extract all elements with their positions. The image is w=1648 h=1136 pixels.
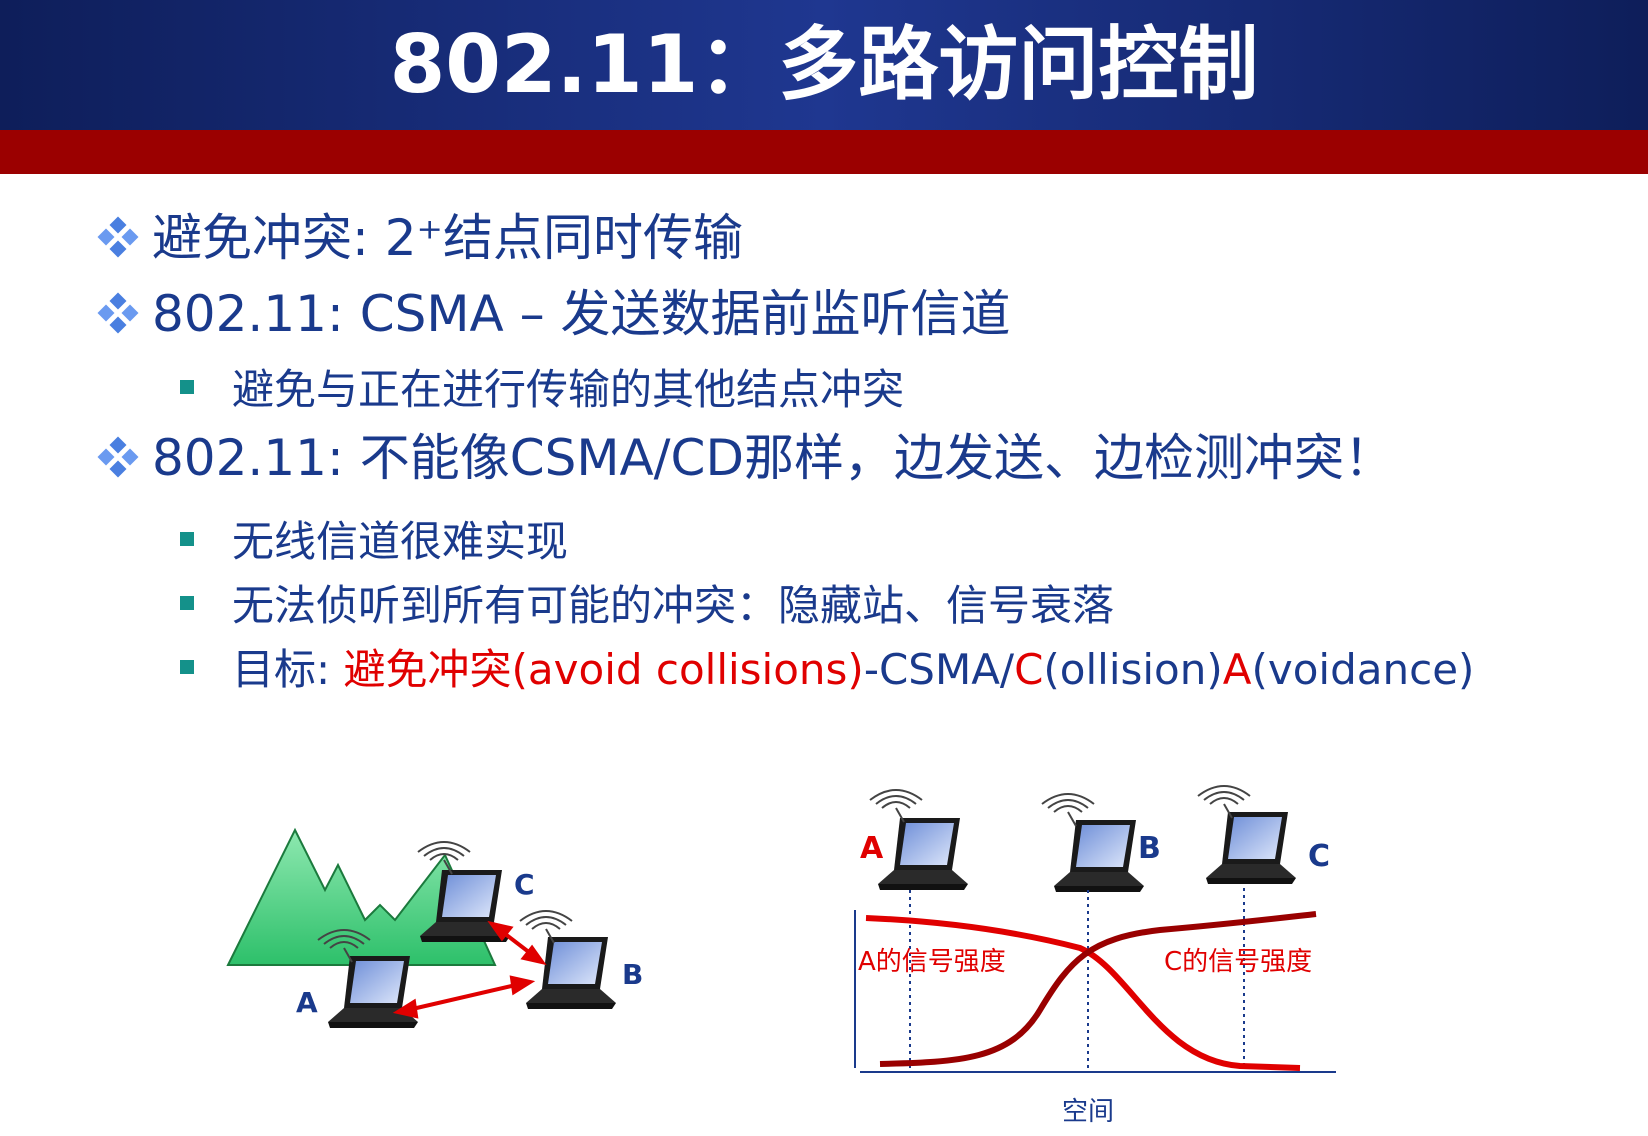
slide-title: 802.11：多路访问控制 xyxy=(389,18,1259,111)
diamond-bullet-icon xyxy=(97,216,139,258)
arrow-ab-icon xyxy=(392,975,536,1019)
sub-bullet-goal: 目标: 避免冲突(avoid collisions)-CSMA/C(ollisi… xyxy=(180,636,1474,697)
goal-mid-2: (ollision) xyxy=(1043,645,1223,694)
goal-prefix: 目标: xyxy=(232,645,344,694)
goal-mid-1: -CSMA/ xyxy=(863,645,1015,694)
bullet-1-text: 避免冲突: 2⁺结点同时传输 xyxy=(152,209,743,267)
label-b: B xyxy=(1138,831,1161,866)
bullet-3: 802.11: 不能像CSMA/CD那样，边发送、边检测冲突！ xyxy=(96,418,1394,490)
wave-c-icon xyxy=(417,841,471,875)
header-red-band xyxy=(0,130,1648,174)
wave-a-icon xyxy=(317,929,371,963)
label-a: A xyxy=(296,986,318,1019)
header-bar: 802.11：多路访问控制 xyxy=(0,0,1648,130)
laptop-c-icon xyxy=(420,870,510,942)
diamond-bullet-icon xyxy=(97,436,139,478)
square-bullet-icon xyxy=(180,596,194,610)
square-bullet-icon xyxy=(180,380,194,394)
wave-b-icon xyxy=(1041,793,1095,827)
signal-a-label: A的信号强度 xyxy=(858,947,1006,977)
sub-bullet-3: 无法侦听到所有可能的冲突：隐藏站、信号衰落 xyxy=(180,572,1114,633)
goal-mid-3: (voidance) xyxy=(1251,645,1475,694)
label-c: C xyxy=(1308,839,1330,874)
label-b: B xyxy=(622,958,643,991)
diamond-bullet-icon xyxy=(97,292,139,334)
arrow-cb-icon xyxy=(487,920,547,966)
label-c: C xyxy=(514,868,535,901)
mountain-shape xyxy=(226,827,497,966)
bullet-1: 避免冲突: 2⁺结点同时传输 xyxy=(96,198,743,270)
signal-curve-a xyxy=(865,915,1301,1071)
x-axis-label: 空间 xyxy=(1062,1097,1114,1127)
bullet-2: 802.11: CSMA – 发送数据前监听信道 xyxy=(96,274,1010,346)
sub-bullet-3-text: 无法侦听到所有可能的冲突：隐藏站、信号衰落 xyxy=(232,581,1115,630)
sub-bullet-1-text: 避免与正在进行传输的其他结点冲突 xyxy=(232,365,905,414)
square-bullet-icon xyxy=(180,660,194,674)
sub-bullet-1: 避免与正在进行传输的其他结点冲突 xyxy=(180,356,904,417)
laptop-c-icon xyxy=(1206,812,1296,884)
wave-b-icon xyxy=(519,910,573,944)
bullet-2-text: 802.11: CSMA – 发送数据前监听信道 xyxy=(152,285,1011,343)
wave-c-icon xyxy=(1197,785,1251,819)
label-a: A xyxy=(860,831,884,866)
signal-curve-c xyxy=(879,911,1317,1067)
laptop-b-icon xyxy=(526,937,616,1009)
goal-red-2: C xyxy=(1014,645,1044,694)
signal-c-label: C的信号强度 xyxy=(1164,947,1312,977)
sub-bullet-2-text: 无线信道很难实现 xyxy=(232,517,569,566)
sub-bullet-2: 无线信道很难实现 xyxy=(180,508,568,569)
laptop-a-icon xyxy=(878,818,968,890)
laptop-a-icon xyxy=(328,956,418,1028)
bullet-3-text: 802.11: 不能像CSMA/CD那样，边发送、边检测冲突！ xyxy=(152,429,1394,487)
goal-red-3: A xyxy=(1222,645,1252,694)
goal-red-1: 避免冲突(avoid collisions) xyxy=(343,645,864,694)
wave-a-icon xyxy=(869,789,923,823)
laptop-b-icon xyxy=(1054,820,1144,892)
square-bullet-icon xyxy=(180,532,194,546)
